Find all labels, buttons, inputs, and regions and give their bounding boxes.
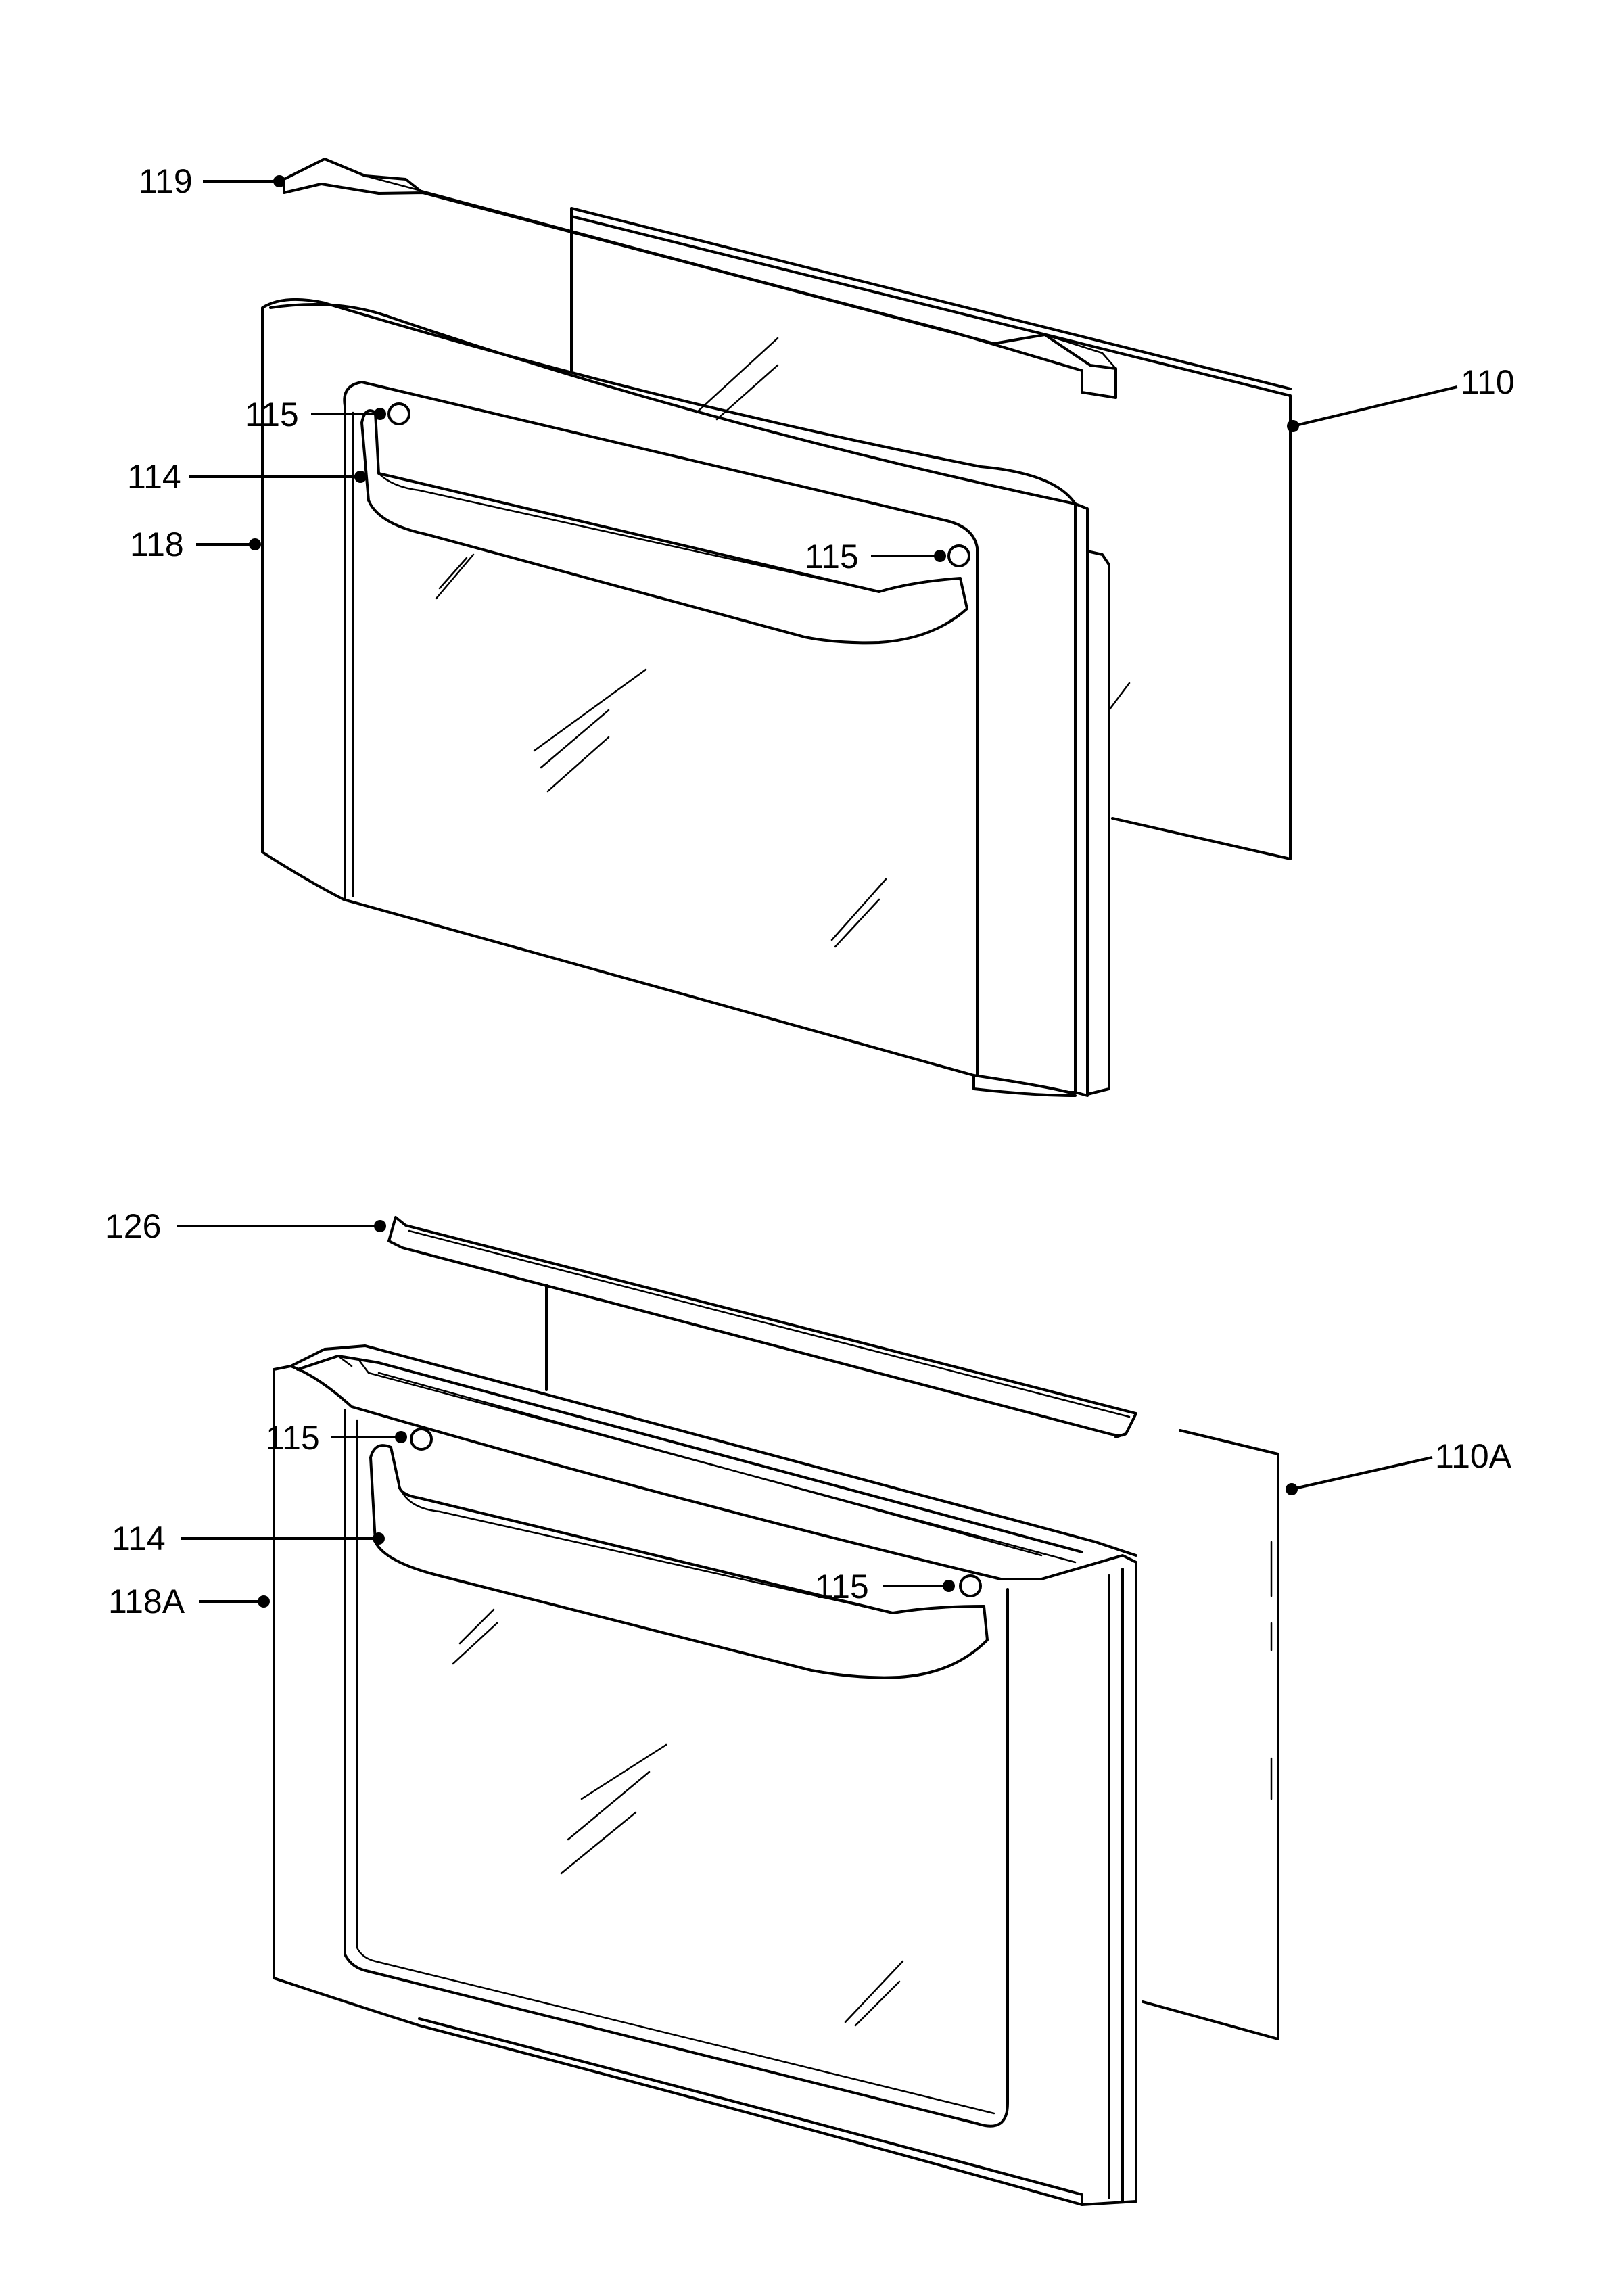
lower-screw-115-right: [959, 1574, 982, 1597]
rear-glass-panel-110a: [545, 1284, 1279, 2040]
lower-screw-115-left: [410, 1428, 433, 1451]
callout-dot: [374, 1220, 386, 1232]
callout-115-upper-left: 115: [245, 396, 299, 434]
callout-115-lower-left: 115: [266, 1419, 320, 1457]
callout-118: 118: [130, 525, 184, 563]
outer-door-frame-118a-rail-detail: [337, 1355, 1077, 1564]
outer-door-frame-118-back-side: [1086, 550, 1110, 1096]
callout-114-upper: 114: [127, 458, 181, 496]
upper-door-assembly: [261, 158, 1292, 1097]
upper-front-glass-highlight: [435, 553, 887, 948]
lower-inner-glass-window-inner-line: [356, 1419, 995, 2115]
callout-114-lower: 114: [112, 1520, 166, 1557]
lower-inner-glass-window: [344, 1409, 1009, 2128]
trim-strip-126-inner: [408, 1229, 1131, 1418]
outer-door-frame-118a-right-side: [1108, 1568, 1124, 2203]
callout-dot: [1286, 1483, 1298, 1495]
lower-front-glass-highlight: [452, 1608, 904, 2027]
rear-glass-panel-110: [570, 207, 1292, 860]
callout-dot: [273, 175, 285, 187]
upper-handle-114: [360, 409, 968, 645]
upper-inner-glass-window: [343, 381, 979, 1077]
callout-119: 119: [139, 162, 193, 200]
rear-glass-highlight: [695, 337, 1131, 711]
upper-handle-114-inner: [377, 472, 880, 593]
callout-115-lower-right: 115: [815, 1568, 869, 1606]
callout-115-upper-right: 115: [805, 538, 859, 576]
callout-dot: [1287, 420, 1299, 432]
callout-dot: [943, 1580, 955, 1592]
outer-door-frame-118-right-side: [1074, 502, 1089, 1097]
callout-118a: 118A: [108, 1583, 185, 1620]
top-trim-strip-119-inner: [364, 174, 1117, 370]
callout-dot: [258, 1595, 270, 1608]
outer-door-frame-118a-bottom-edge: [418, 2017, 1083, 2206]
upper-screw-115-left: [387, 402, 410, 425]
outer-door-frame-118-bottom-edge: [972, 1074, 1077, 1097]
outer-door-frame-118a-top-rail: [289, 1344, 1137, 1557]
callout-dot: [249, 538, 261, 550]
trim-strip-126: [387, 1216, 1137, 1438]
outer-door-frame-118-top-lip: [269, 303, 1077, 505]
callout-dot: [374, 408, 386, 420]
callout-dot: [373, 1532, 385, 1545]
lower-door-assembly: [273, 1216, 1279, 2206]
top-trim-strip-119: [283, 158, 1117, 399]
lower-handle-114-inner: [398, 1483, 894, 1614]
callout-110a: 110A: [1435, 1437, 1512, 1475]
lower-handle-114: [369, 1444, 989, 1679]
outer-door-frame-118: [261, 298, 1077, 1094]
callout-110: 110: [1461, 363, 1515, 401]
callout-dot: [354, 471, 367, 483]
callout-dot: [395, 1431, 407, 1443]
callout-126: 126: [105, 1207, 161, 1245]
callout-dot: [934, 550, 946, 562]
callouts: 119 110 115 114 118 115 126 110A 115: [105, 162, 1515, 1620]
upper-screw-115-right: [947, 544, 970, 567]
